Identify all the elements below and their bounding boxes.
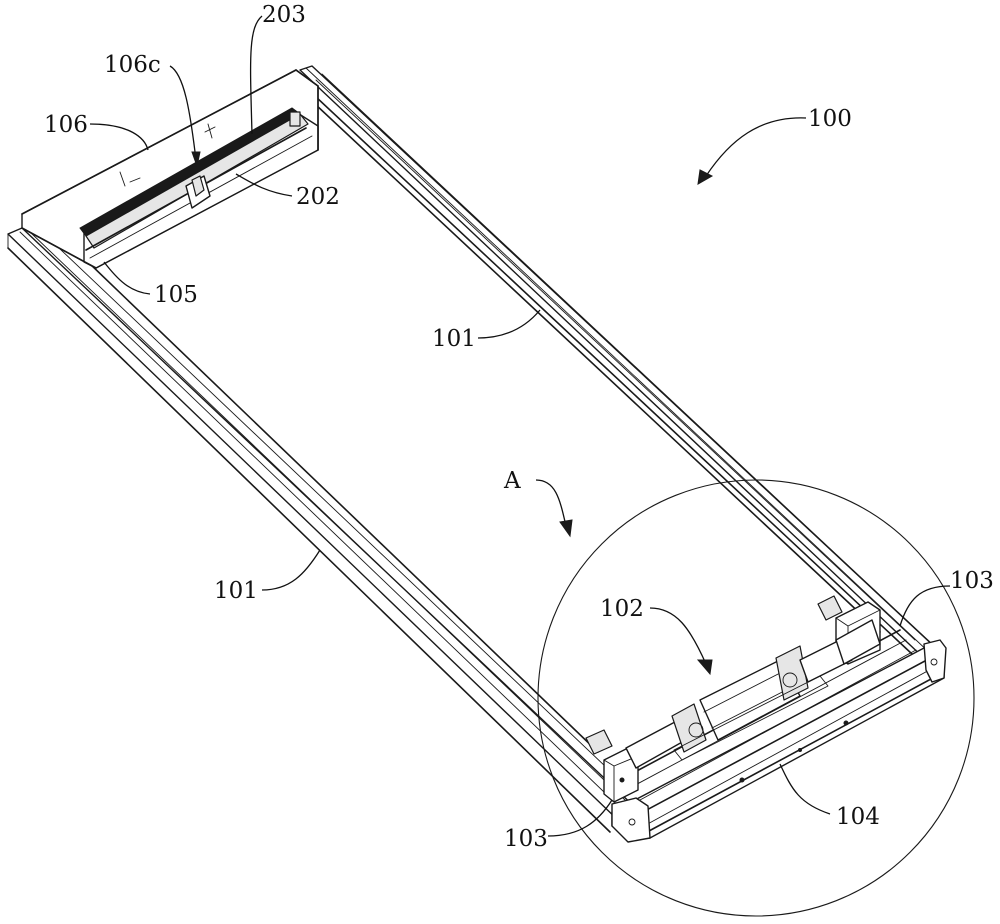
label-104: 104 [836, 804, 880, 830]
end-cover [21, 69, 319, 269]
leader-lines [89, 15, 951, 837]
slider [185, 175, 211, 209]
label-106: 106 [44, 112, 88, 138]
label-103-left: 103 [504, 826, 548, 852]
side-rail-left [7, 227, 639, 833]
label-202: 202 [296, 184, 340, 210]
cross-beam [611, 639, 947, 843]
detail-circle [537, 479, 975, 917]
side-rail-right [299, 65, 939, 661]
end-block-left [585, 729, 639, 803]
label-A: A [503, 468, 521, 494]
label-102: 102 [600, 596, 644, 622]
drive-unit [625, 619, 881, 769]
label-105: 105 [154, 282, 198, 308]
label-103-right: 103 [950, 568, 994, 594]
reference-labels: 106 106c 203 202 105 101 101 100 A 102 1… [44, 2, 994, 852]
label-100: 100 [808, 106, 852, 132]
label-203: 203 [262, 2, 306, 28]
label-101-upper: 101 [432, 326, 476, 352]
label-106c: 106c [104, 52, 161, 78]
label-101-lower: 101 [214, 578, 258, 604]
